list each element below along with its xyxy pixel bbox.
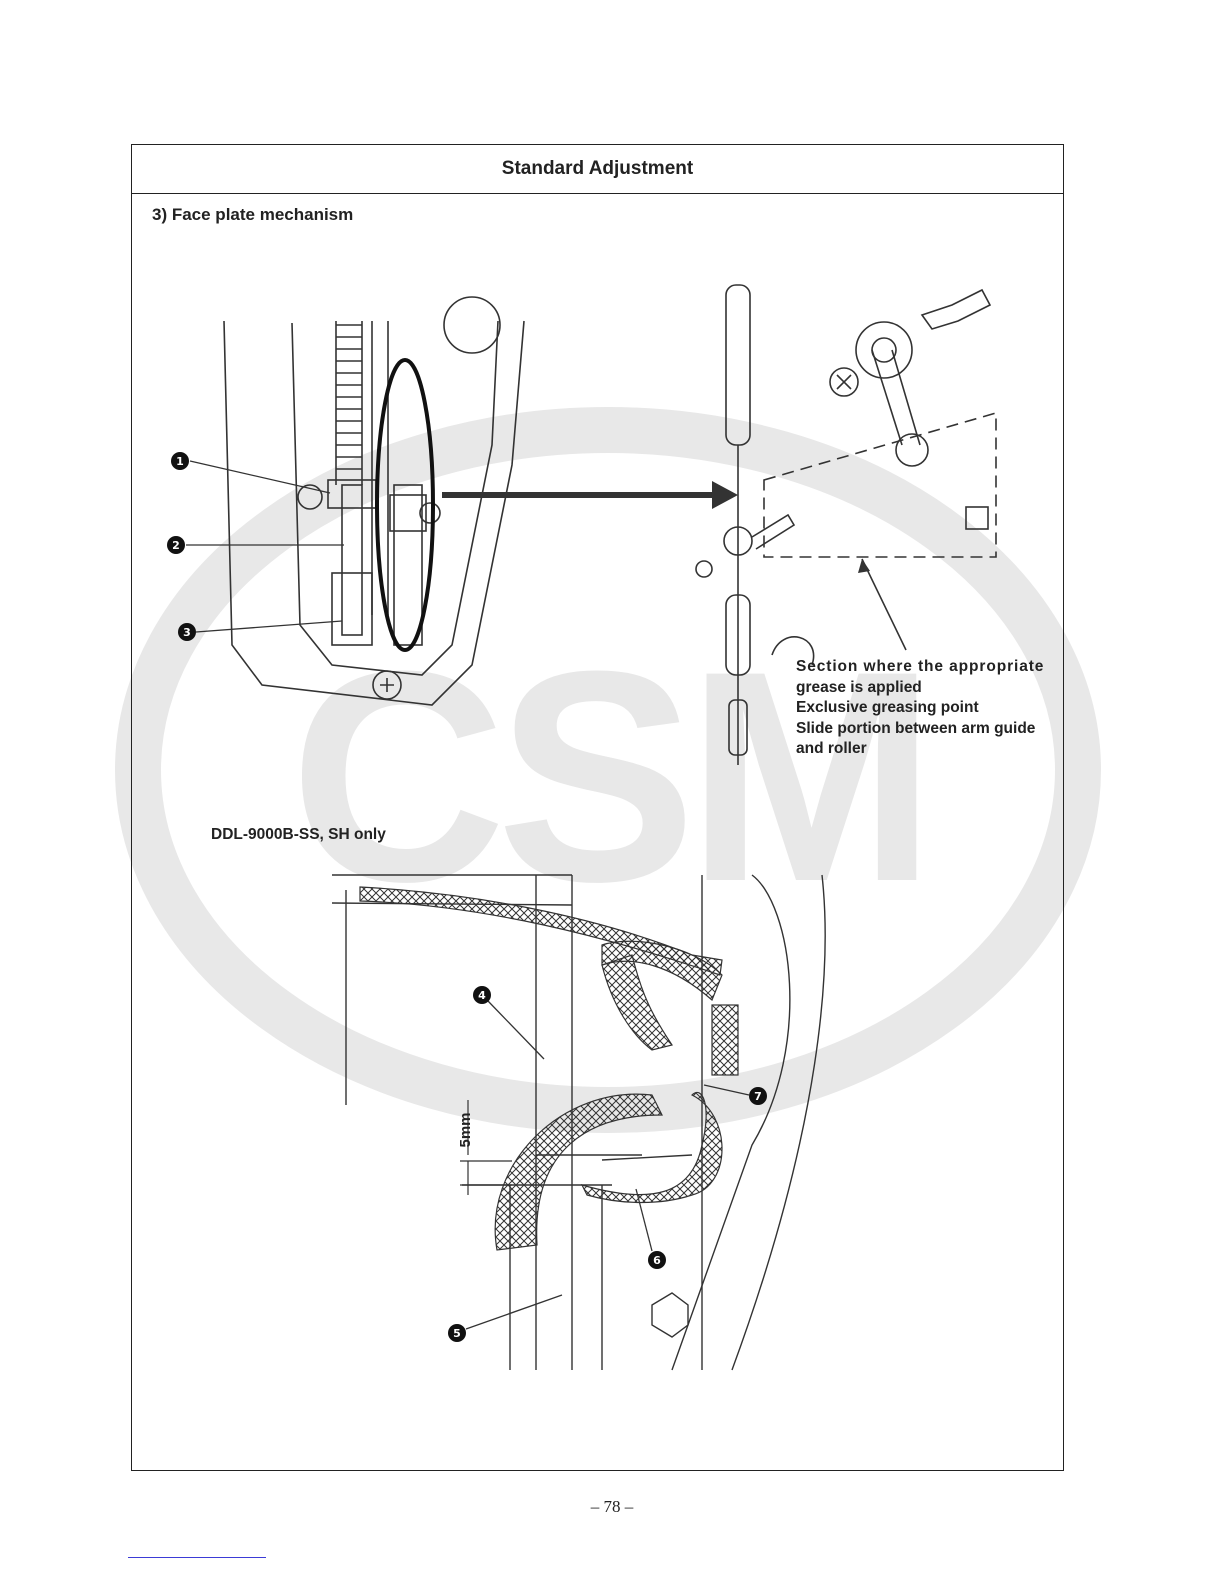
grease-note-line: Exclusive greasing point xyxy=(796,698,1058,719)
svg-text:5: 5 xyxy=(453,1327,461,1340)
svg-text:1: 1 xyxy=(176,455,184,468)
grease-note-line: grease is applied xyxy=(796,678,1058,699)
page-number: – 78 – xyxy=(0,1497,1224,1517)
callout-2: 2 xyxy=(167,536,344,554)
svg-text:6: 6 xyxy=(653,1254,661,1267)
svg-text:7: 7 xyxy=(754,1090,762,1103)
model-note: DDL-9000B-SS, SH only xyxy=(211,826,386,844)
grease-note: Section where the appropriate grease is … xyxy=(796,657,1058,760)
footer-link-underline[interactable] xyxy=(128,1557,266,1558)
callout-5: 5 xyxy=(448,1295,562,1342)
hook-illustration: 5mm 4 5 6 7 xyxy=(332,875,825,1370)
grease-note-line: Slide portion between arm guide xyxy=(796,719,1058,740)
face-plate-illustration: 1 2 3 xyxy=(132,145,1063,1470)
grease-note-line: Section where the appropriate xyxy=(796,657,1058,678)
dimension-label: 5mm xyxy=(457,1112,474,1147)
callout-1: 1 xyxy=(171,452,330,493)
grease-note-line: and roller xyxy=(796,739,1058,760)
svg-text:4: 4 xyxy=(478,989,486,1002)
svg-text:3: 3 xyxy=(183,626,191,639)
callout-4: 4 xyxy=(473,986,544,1059)
svg-text:2: 2 xyxy=(172,539,180,552)
spring-icon xyxy=(336,321,362,485)
callout-7: 7 xyxy=(704,1085,767,1105)
content-frame: Standard Adjustment 3) Face plate mechan… xyxy=(131,144,1064,1471)
callout-3: 3 xyxy=(178,621,342,641)
